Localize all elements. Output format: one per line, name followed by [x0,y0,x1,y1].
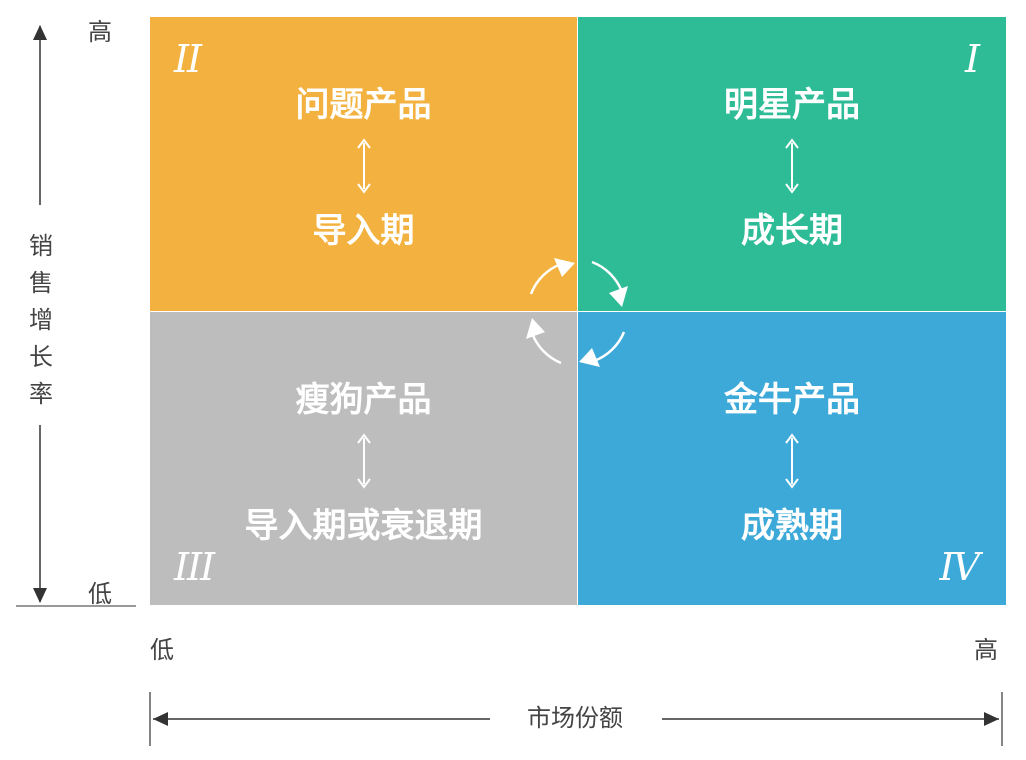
vertical-double-arrow-icon [356,138,371,194]
quadrant-title: 问题产品 [295,85,432,125]
quadrant-stage: 成熟期 [741,506,843,546]
y-axis-title-char: 长 [29,343,53,371]
y-axis-title-char: 销 [29,232,53,260]
quadrant-cash-cow-product: IV 金牛产品 成熟期 [578,312,1006,605]
y-axis-title-char: 率 [29,380,53,408]
quadrant-numeral: III [174,545,215,589]
quadrant-stage: 导入期 [312,211,415,251]
y-axis-high-label: 高 [88,18,112,46]
y-axis-arrow [16,25,136,607]
quadrant-numeral: I [964,37,980,81]
x-axis-low-label: 低 [150,636,174,664]
vertical-double-arrow-icon [785,433,799,489]
quadrant-numeral: IV [939,545,980,589]
cycle-arrows-icon [526,258,628,367]
quadrant-stage: 成长期 [741,211,843,251]
y-axis-title: 销售增长率 [26,228,56,413]
x-axis-title: 市场份额 [527,704,623,732]
y-axis-title-char: 增 [29,306,53,334]
quadrant-dog-product: III 瘦狗产品 导入期或衰退期 [150,312,577,605]
quadrant-question-product: II 问题产品 导入期 [150,17,577,311]
y-axis-title-char: 售 [29,269,53,297]
quadrant-title: 金牛产品 [724,380,860,420]
quadrant-numeral: II [174,37,202,81]
quadrant-title: 瘦狗产品 [295,380,432,420]
quadrant-title: 明星产品 [724,85,860,125]
x-axis-high-label: 高 [974,636,998,664]
y-axis-low-label: 低 [88,580,112,608]
quadrant-star-product: I 明星产品 成长期 [578,17,1006,311]
quadrant-stage: 导入期或衰退期 [244,506,483,546]
vertical-double-arrow-icon [785,138,799,194]
x-axis-arrow [149,692,1003,746]
vertical-double-arrow-icon [356,433,371,489]
